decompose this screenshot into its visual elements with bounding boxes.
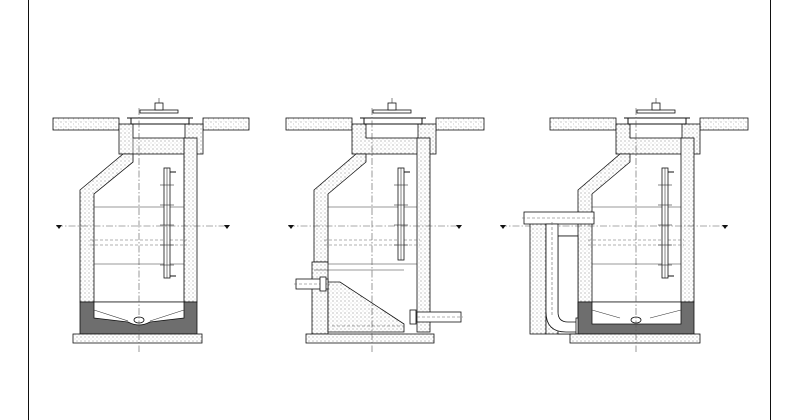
footing [305,333,435,344]
level-marker-icon [56,225,62,229]
inlet-pipe [294,276,330,292]
handwheel-icon [139,109,179,114]
ladder [658,167,674,279]
sheet-border [28,0,771,420]
tank-wall-left [577,153,631,303]
ground-left [549,117,617,131]
ground-right [699,117,749,131]
manhole-opening [365,123,419,139]
footing [569,333,701,344]
view-3 [500,98,749,352]
ground-left [52,117,120,131]
ground-left [285,117,353,131]
ladder [394,167,410,261]
tank-wall-right [416,137,431,333]
tank-wall-right [183,137,198,303]
ground-right [435,117,485,131]
view-1 [52,98,250,352]
level-marker-icon [500,225,506,229]
handwheel-icon [372,109,412,114]
level-marker-icon [288,225,294,229]
sediment-slope [327,281,405,333]
manhole-lid [627,117,687,125]
manhole-lid [363,117,423,125]
tank-wall-left [313,153,367,263]
outlet-pipe [409,309,463,325]
manhole-opening [629,123,683,139]
handwheel-icon [636,109,676,114]
tank-wall-right [680,137,695,303]
footing [72,333,203,344]
tank-wall-left [79,153,134,303]
ladder [160,167,176,279]
lower-chamber-wall [311,261,329,335]
manhole-lid [130,117,190,125]
riser-enclosure [529,217,547,335]
ground-right [202,117,250,131]
view-2 [285,98,485,352]
manhole-opening [132,123,186,139]
